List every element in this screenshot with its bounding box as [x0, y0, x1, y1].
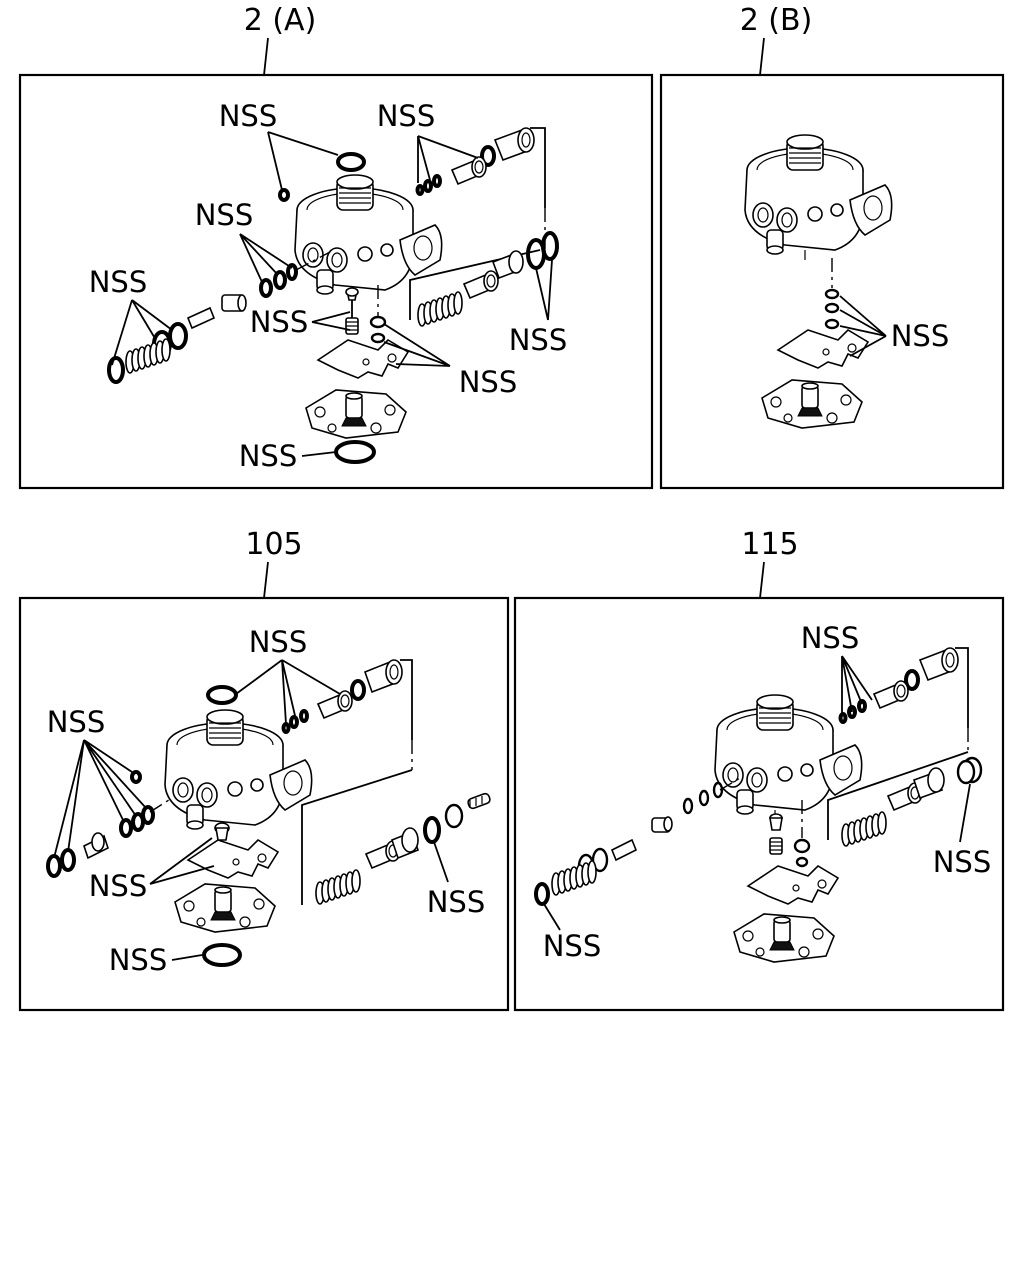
- panel-2a-leader: [263, 37, 269, 76]
- spring-group-115: [827, 751, 983, 847]
- oring-2b: [824, 302, 840, 314]
- panel-2a: 2 (A): [18, 3, 654, 490]
- nss-label: NSS: [89, 869, 148, 903]
- panel-115-title: 115: [741, 527, 798, 562]
- base-plate-115: [733, 913, 835, 963]
- shaft-group-105: [46, 770, 173, 878]
- nss-label: NSS: [47, 705, 106, 739]
- panel-2b-leader: [759, 37, 765, 76]
- nss-label: NSS: [239, 439, 298, 473]
- center-parts-2a: [345, 285, 387, 344]
- panel-2b-frame: [659, 73, 1005, 490]
- nss-label: NSS: [543, 929, 602, 963]
- spring-group-2a: [409, 231, 559, 327]
- nss-label: NSS: [427, 885, 486, 919]
- panel-2b: 2 (B) NSS: [659, 3, 1005, 490]
- valve-body-2b: [744, 134, 893, 261]
- nss-label: NSS: [801, 621, 860, 655]
- nss-label: NSS: [89, 265, 148, 299]
- shaft-group-2a: [107, 251, 331, 384]
- panel-105: 105: [18, 527, 510, 1012]
- oring-top-105: [206, 685, 238, 705]
- panel-2a-title: 2 (A): [244, 3, 317, 38]
- center-parts-105: [214, 822, 230, 841]
- nss-label: NSS: [219, 99, 278, 133]
- panel-105-leader: [263, 561, 269, 599]
- gasket-2b: [777, 329, 869, 369]
- nss-label: NSS: [250, 305, 309, 339]
- oring-top-2a: [336, 152, 366, 172]
- oring-bottom-105: [202, 943, 242, 967]
- cartridge-2a: [415, 127, 546, 250]
- panel-2a-frame: [18, 73, 654, 490]
- base-plate-2b: [761, 379, 863, 429]
- nss-label: NSS: [109, 943, 168, 977]
- nss-label: NSS: [891, 319, 950, 353]
- nss-label: NSS: [933, 845, 992, 879]
- oring-2b: [824, 288, 840, 300]
- nss-label: NSS: [509, 323, 568, 357]
- nss-label: NSS: [459, 365, 518, 399]
- spring-group-105: [301, 769, 491, 905]
- shaft-group-115: [534, 777, 741, 906]
- oring-2b: [824, 318, 840, 330]
- panel-115-frame: [513, 596, 1005, 1012]
- panel-105-title: 105: [245, 527, 302, 562]
- valve-body-115: [714, 694, 863, 821]
- panel-115-leader: [759, 561, 765, 599]
- oring-small-2a: [278, 188, 290, 202]
- cartridge-105: [281, 659, 413, 770]
- gasket-115: [747, 865, 839, 905]
- oring-bottom-2a: [334, 440, 376, 464]
- panel-115: 115: [513, 527, 1005, 1012]
- nss-label: NSS: [195, 198, 254, 232]
- center-parts-115: [769, 800, 811, 868]
- nss-label: NSS: [377, 99, 436, 133]
- nss-label: NSS: [249, 625, 308, 659]
- base-plate-2a: [305, 389, 407, 439]
- base-plate-105: [174, 883, 276, 933]
- panel-2b-title: 2 (B): [740, 3, 813, 38]
